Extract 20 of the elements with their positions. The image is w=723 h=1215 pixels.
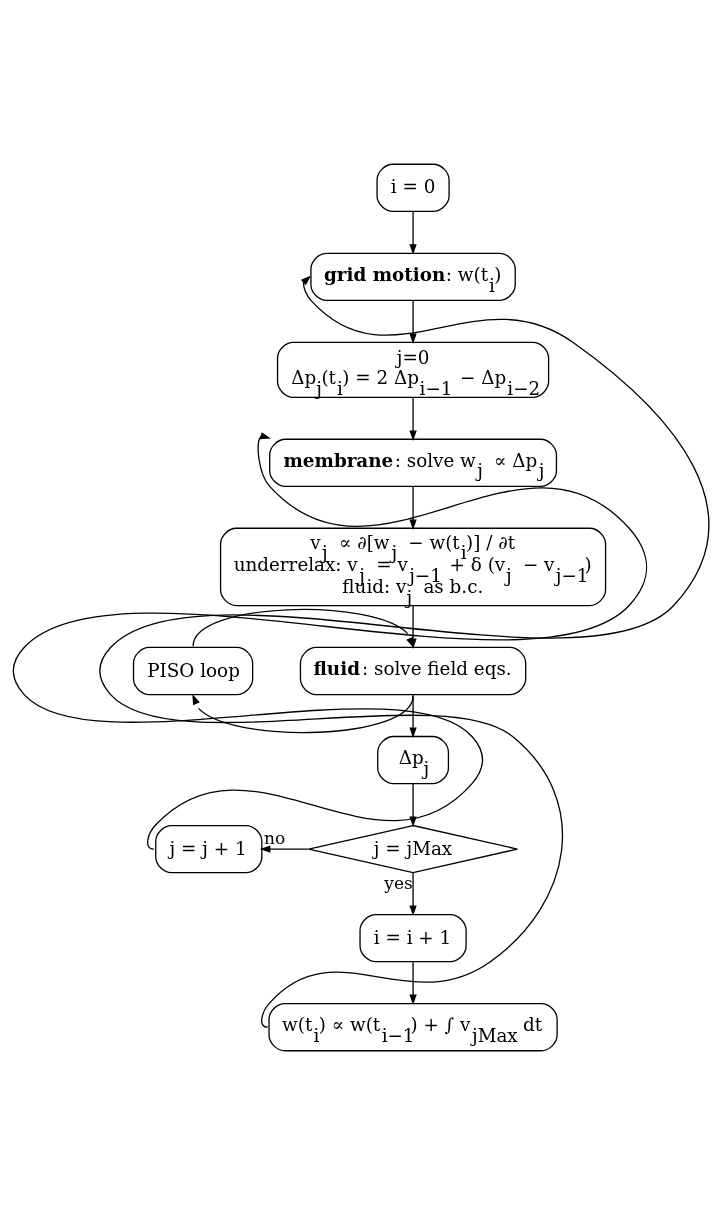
arrow xyxy=(409,872,417,916)
arrow xyxy=(409,299,417,344)
arrow xyxy=(259,845,310,853)
edge-label: yes xyxy=(384,872,413,893)
arrow xyxy=(12,432,648,850)
arrow xyxy=(192,608,414,648)
arrow xyxy=(409,485,417,530)
edge-label: no xyxy=(264,828,286,849)
node-box: i = 0 xyxy=(376,163,450,213)
node-box: j = j + 1 xyxy=(155,824,263,874)
arrow xyxy=(409,961,417,1005)
node-box: PISO loop xyxy=(132,646,254,696)
arrow xyxy=(409,211,417,255)
node-box: fluid: solve field eqs. xyxy=(299,646,527,696)
arrow xyxy=(409,694,417,738)
arrow xyxy=(192,694,414,734)
arrow xyxy=(409,397,417,441)
arrow xyxy=(409,783,417,827)
node-diamond: j = jMax xyxy=(308,824,519,874)
node-box: i = i + 1 xyxy=(359,913,467,963)
